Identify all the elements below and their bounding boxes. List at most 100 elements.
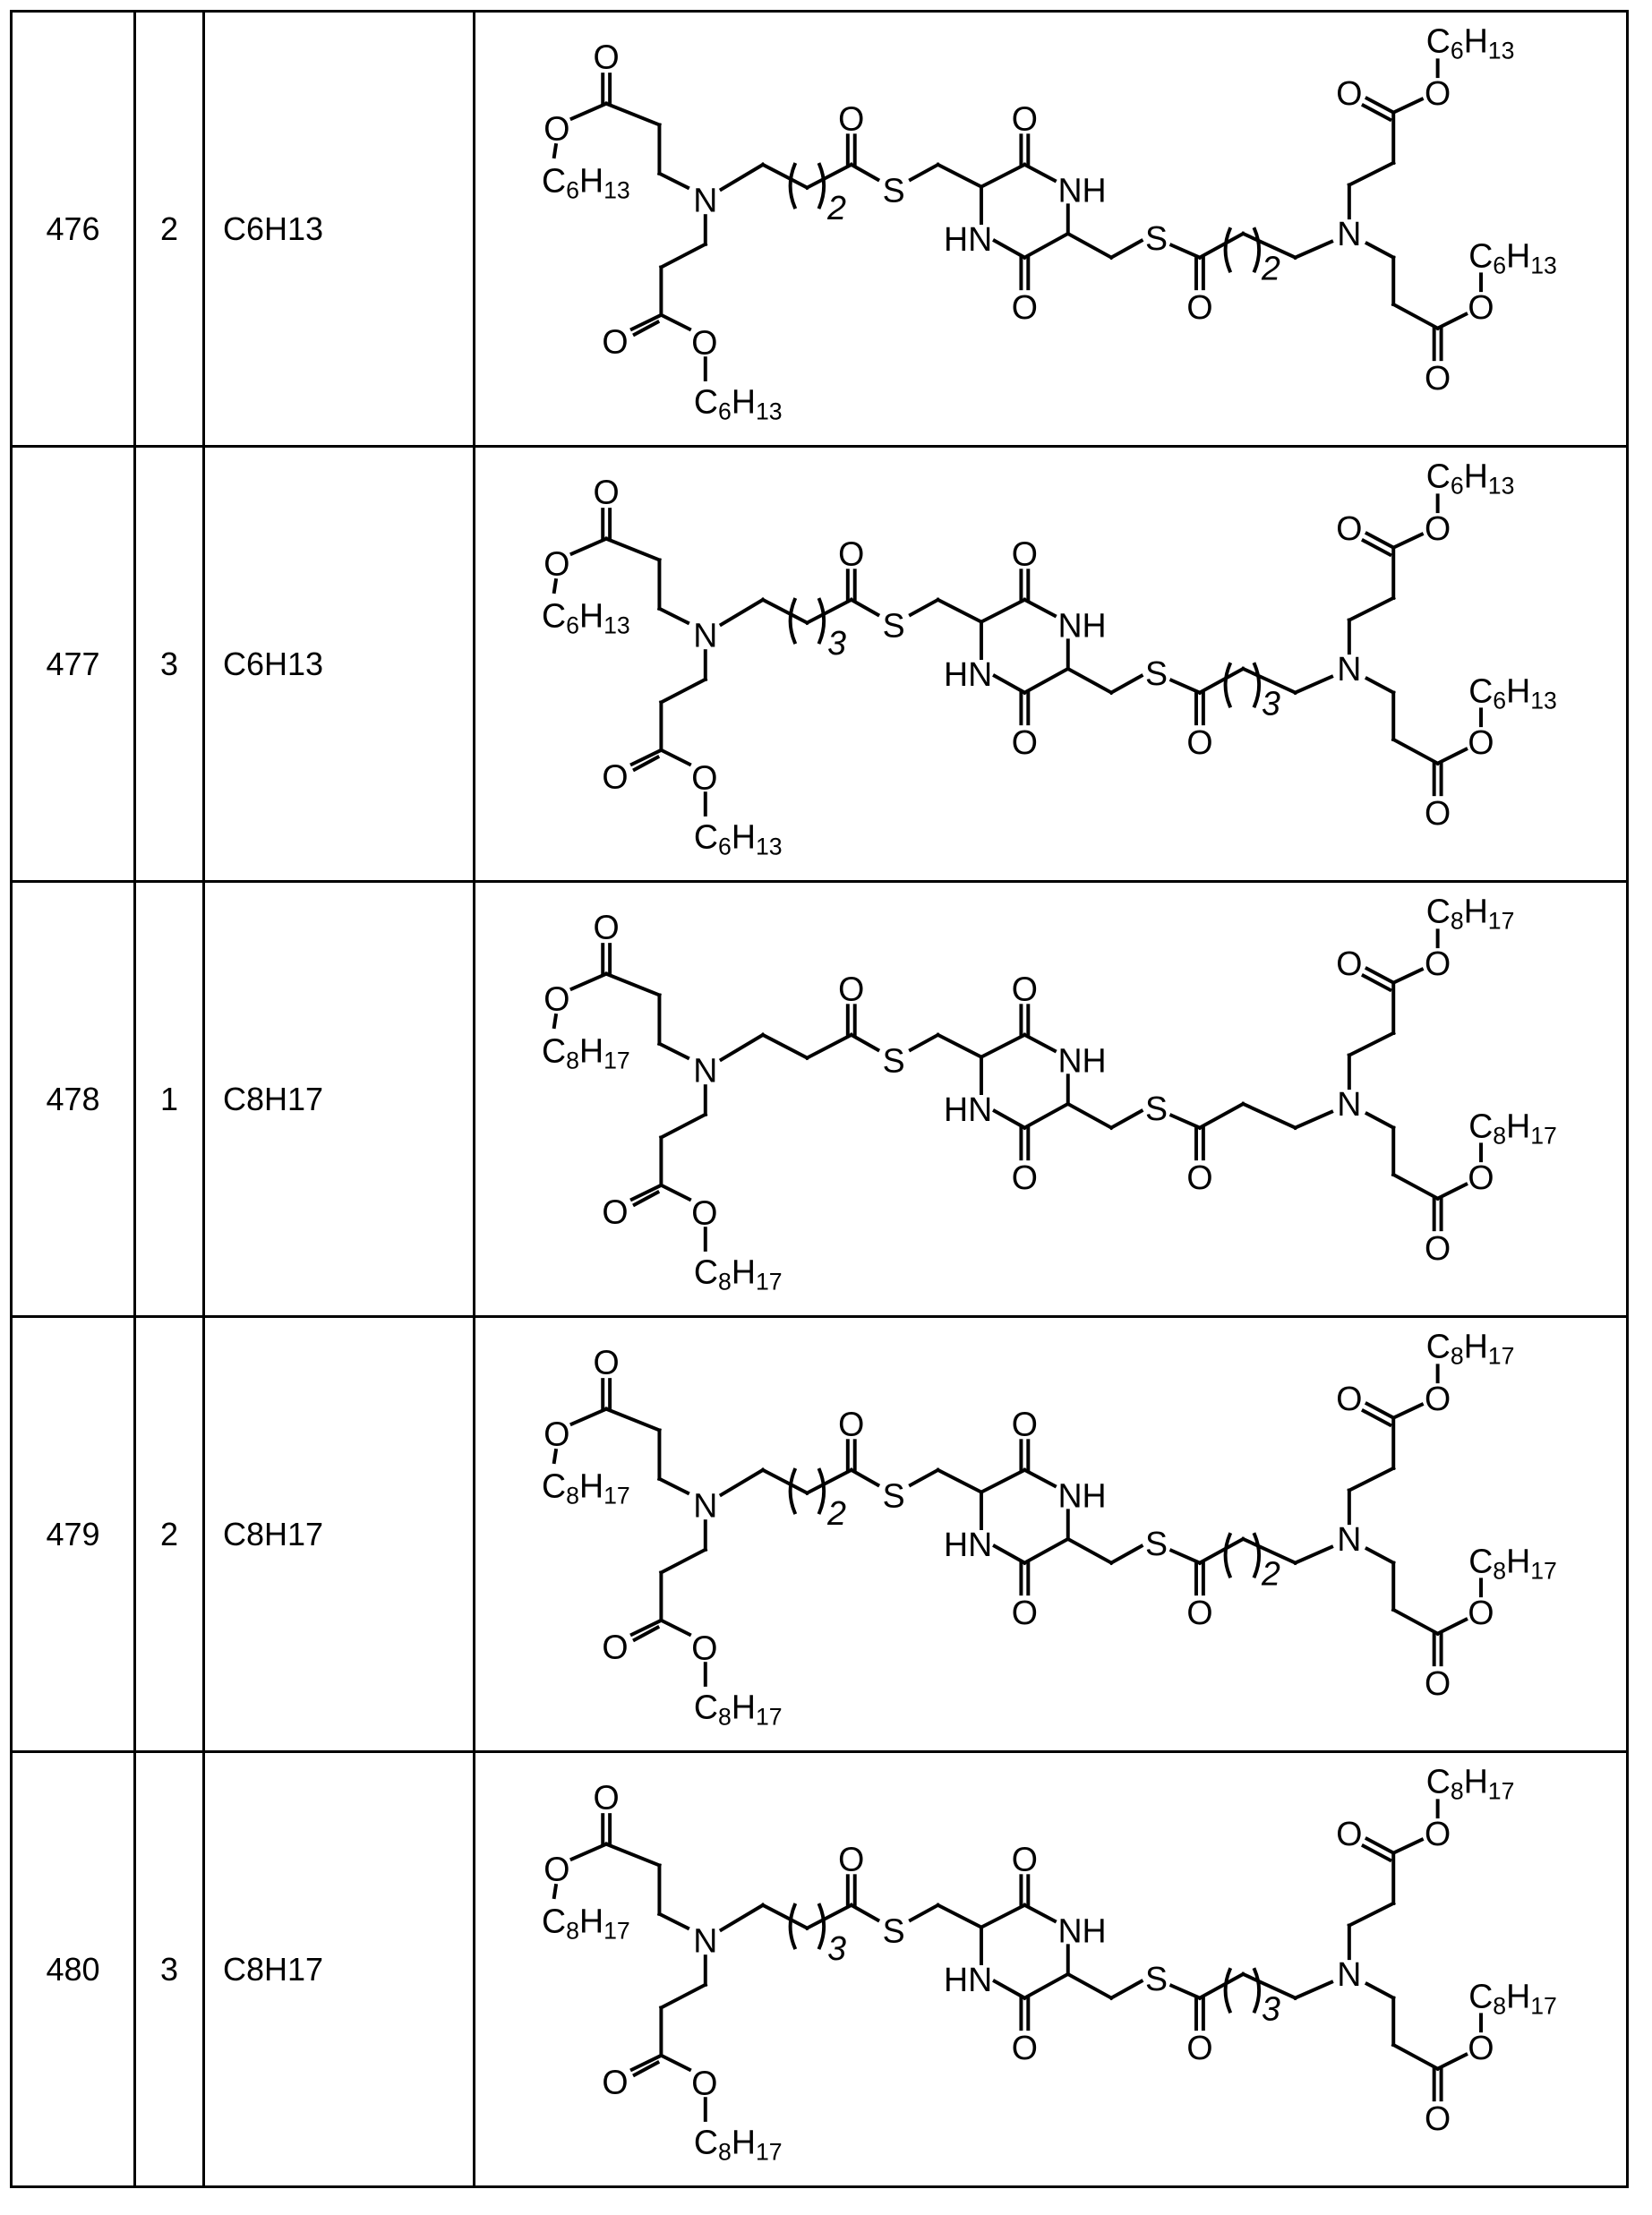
table-row: 480 3 C8H17 OOC8H17NOOC8H173OSNHHNOOSO3N… — [12, 1752, 1628, 2187]
bond — [1393, 1840, 1422, 1853]
atom-oxygen: O — [594, 1778, 620, 1816]
bond — [981, 165, 1024, 187]
r-group-label: C8H17 — [1426, 892, 1515, 934]
atom-oxygen: O — [594, 473, 620, 510]
atom-oxygen: O — [1468, 1159, 1494, 1196]
bond — [1349, 1033, 1393, 1056]
bond — [722, 1470, 763, 1495]
atom-hn: HN — [944, 1090, 992, 1128]
atom-sulfur: S — [883, 1042, 905, 1080]
repeat-count: 3 — [1262, 684, 1280, 722]
bond — [1068, 1104, 1111, 1128]
structure-cell: OOC8H17NOOC8H172OSNHHNOOSO2NOOC8H17OOC8H… — [475, 1317, 1628, 1752]
bond — [554, 580, 556, 592]
bond — [1438, 1184, 1467, 1199]
r-group: C6H13 — [223, 646, 323, 682]
repeat-count: 2 — [826, 189, 846, 227]
bond — [1296, 1547, 1331, 1563]
bond — [722, 600, 763, 625]
atom-oxygen: O — [1012, 723, 1038, 761]
bond — [995, 1546, 1025, 1563]
atom-oxygen: O — [544, 544, 569, 582]
atom-oxygen: O — [1336, 1815, 1362, 1852]
bond — [995, 1981, 1025, 1998]
bond — [1438, 1620, 1467, 1634]
atom-oxygen: O — [1468, 2029, 1494, 2066]
bond — [807, 1035, 851, 1058]
bond — [852, 600, 878, 615]
atom-oxygen: O — [1012, 1594, 1038, 1631]
bond — [1111, 241, 1142, 258]
atom-hn: HN — [944, 1526, 992, 1563]
r-group-label: C8H17 — [1468, 1542, 1557, 1584]
bond — [1200, 234, 1243, 258]
bond — [1349, 1903, 1393, 1926]
repeat-count: 2 — [1261, 1554, 1280, 1592]
bond — [572, 539, 607, 554]
atom-oxygen: O — [1425, 1380, 1451, 1417]
bond — [1296, 1982, 1331, 1998]
bond — [572, 104, 607, 119]
bracket-close — [819, 165, 824, 207]
atom-oxygen: O — [594, 38, 620, 75]
bond — [606, 974, 659, 996]
atom-nitrogen: N — [1337, 1955, 1361, 1993]
bond — [1243, 1104, 1295, 1128]
table-row: 478 1 C8H17 OOC8H17NOOC8H17OSNHHNOOSONOO… — [12, 882, 1628, 1317]
atom-oxygen: O — [1186, 288, 1212, 326]
bond — [981, 1035, 1024, 1057]
atom-nitrogen: N — [693, 1486, 717, 1524]
bond — [981, 1905, 1024, 1928]
r-group-label: C8H17 — [1426, 1762, 1515, 1804]
bond — [554, 1886, 556, 1897]
bond — [1111, 1111, 1142, 1128]
atom-oxygen: O — [1468, 288, 1494, 326]
atom-oxygen: O — [1012, 100, 1038, 138]
bracket-close — [1254, 1970, 1259, 2011]
bond — [938, 1035, 981, 1057]
atom-oxygen: O — [1012, 288, 1038, 326]
bond — [1296, 242, 1331, 258]
atom-oxygen: O — [691, 323, 717, 361]
bracket-close — [819, 1470, 824, 1512]
atom-nh: NH — [1057, 1912, 1106, 1950]
atom-oxygen: O — [691, 1629, 717, 1666]
bond — [554, 1015, 556, 1027]
r-group-label: C6H13 — [542, 162, 630, 204]
structure-cell: OOC6H13NOOC6H133OSNHHNOOSO3NOOC6H13OOC6H… — [475, 447, 1628, 882]
bond — [1068, 669, 1111, 693]
atom-oxygen: O — [602, 1628, 628, 1665]
bond — [1200, 1104, 1243, 1128]
bond — [911, 165, 938, 180]
atom-nitrogen: N — [1337, 650, 1361, 688]
bond — [1024, 1035, 1055, 1051]
atom-hn: HN — [944, 1961, 992, 1998]
atom-oxygen: O — [594, 908, 620, 945]
atom-sulfur: S — [883, 172, 905, 210]
atom-oxygen: O — [838, 100, 864, 138]
bond — [1393, 2045, 1437, 2069]
atom-oxygen: O — [602, 2063, 628, 2100]
atom-oxygen: O — [1336, 1380, 1362, 1417]
bond — [661, 680, 705, 703]
atom-hn: HN — [944, 220, 992, 258]
r-group-label: C8H17 — [694, 2123, 783, 2165]
atom-oxygen: O — [602, 322, 628, 360]
bond — [1349, 1468, 1393, 1491]
atom-nitrogen: N — [1337, 1085, 1361, 1123]
atom-oxygen: O — [1425, 1815, 1451, 1852]
bond — [661, 244, 705, 268]
n-value: 3 — [135, 1752, 204, 2187]
atom-nh: NH — [1057, 1042, 1106, 1080]
bracket-open — [791, 1470, 795, 1512]
atom-sulfur: S — [1145, 1960, 1168, 1997]
n-value: 2 — [135, 1317, 204, 1752]
bond — [938, 165, 981, 187]
r-group-label: C8H17 — [542, 1467, 630, 1509]
r-group-cell: C6H13 — [204, 447, 475, 882]
bond — [1024, 1974, 1067, 1998]
atom-nh: NH — [1057, 607, 1106, 645]
atom-oxygen: O — [691, 2064, 717, 2101]
bond — [763, 1470, 807, 1493]
bond — [807, 1470, 851, 1493]
